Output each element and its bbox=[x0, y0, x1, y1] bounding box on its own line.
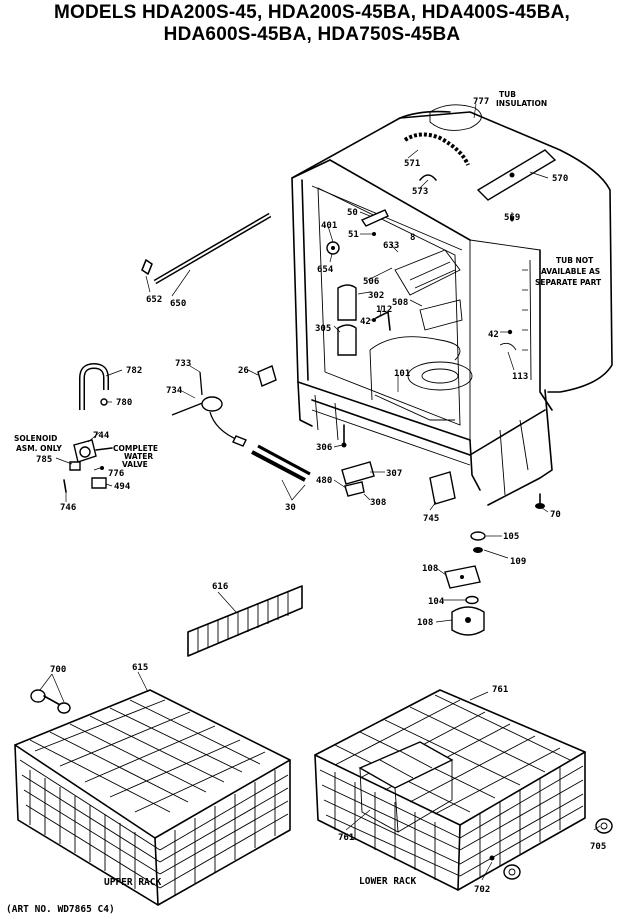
note-available-as: AVAILABLE AS bbox=[541, 267, 600, 276]
part-label: 113 bbox=[512, 372, 528, 382]
part-label: 733 bbox=[175, 359, 191, 369]
part-label: 308 bbox=[370, 498, 386, 508]
models-title-line-1: MODELS HDA200S-45, HDA200S-45BA, HDA400S… bbox=[53, 2, 571, 23]
note-tub-not: TUB NOT bbox=[556, 256, 594, 265]
note-valve: VALVE bbox=[122, 460, 148, 469]
part-label: 307 bbox=[386, 469, 402, 479]
part-label: 42 bbox=[488, 330, 499, 340]
part-label: 101 bbox=[394, 369, 410, 379]
part-label: 26 bbox=[238, 366, 249, 376]
part-label: 105 bbox=[503, 532, 519, 542]
part-label: 615 bbox=[132, 663, 148, 673]
note-insulation: INSULATION bbox=[496, 99, 547, 108]
part-label: 70 bbox=[550, 510, 561, 520]
note-separate-part: SEPARATE PART bbox=[535, 278, 602, 287]
part-label: 305 bbox=[315, 324, 331, 334]
part-label: 700 bbox=[50, 665, 66, 675]
part-label: 50 bbox=[347, 208, 358, 218]
lower-rack bbox=[314, 689, 613, 891]
part-label: 302 bbox=[368, 291, 384, 301]
part-label: 401 bbox=[321, 221, 337, 231]
part-label: 480 bbox=[316, 476, 332, 486]
left-loose-parts bbox=[63, 212, 311, 501]
art-number-caption: (ART NO. WD7865 C4) bbox=[6, 904, 115, 915]
part-label: 494 bbox=[114, 482, 131, 492]
note-solenoid: SOLENOID bbox=[14, 434, 57, 443]
part-label: 761 bbox=[492, 685, 508, 695]
part-label: 652 bbox=[146, 295, 162, 305]
models-title-line-2: HDA600S-45BA, HDA750S-45BA bbox=[163, 24, 461, 45]
part-label: 569 bbox=[504, 213, 520, 223]
note-water: WATER bbox=[124, 452, 153, 461]
lower-center-parts bbox=[341, 461, 545, 636]
part-number-labels: 777 571 573 570 569 50 51 401 8 633 654 … bbox=[36, 97, 606, 895]
part-label: 761 bbox=[338, 833, 354, 843]
part-label: 633 bbox=[383, 241, 399, 251]
tub-assembly bbox=[291, 104, 613, 506]
note-tub: TUB bbox=[499, 90, 516, 99]
part-label: 109 bbox=[510, 557, 526, 567]
part-label: 42 bbox=[360, 317, 371, 327]
part-label: 108 bbox=[417, 618, 433, 628]
part-label: 104 bbox=[428, 597, 445, 607]
part-label: 570 bbox=[552, 174, 568, 184]
part-label: 650 bbox=[170, 299, 186, 309]
part-label: 506 bbox=[363, 277, 379, 287]
upper-rack-caption: UPPER RACK bbox=[104, 877, 161, 888]
part-label: 780 bbox=[116, 398, 132, 408]
part-label: 782 bbox=[126, 366, 142, 376]
lower-rack-caption: LOWER RACK bbox=[359, 876, 416, 887]
part-label: 508 bbox=[392, 298, 408, 308]
part-label: 616 bbox=[212, 582, 228, 592]
leader-lines bbox=[39, 103, 601, 881]
tub-insulation-note: TUB INSULATION bbox=[496, 90, 547, 108]
part-label: 777 bbox=[473, 97, 489, 107]
part-label: 654 bbox=[317, 265, 334, 275]
part-label: 306 bbox=[316, 443, 332, 453]
part-label: 705 bbox=[590, 842, 606, 852]
part-label: 785 bbox=[36, 455, 52, 465]
part-label: 776 bbox=[108, 469, 124, 479]
part-label: 112 bbox=[376, 305, 392, 315]
solenoid-note: SOLENOID ASM. ONLY bbox=[14, 434, 62, 453]
part-label: 573 bbox=[412, 187, 428, 197]
upper-rack bbox=[14, 689, 291, 906]
note-complete: COMPLETE bbox=[113, 444, 158, 453]
part-label: 744 bbox=[93, 431, 110, 441]
complete-valve-note: COMPLETE WATER VALVE bbox=[113, 444, 158, 469]
part-label: 571 bbox=[404, 159, 420, 169]
part-label: 51 bbox=[348, 230, 359, 240]
part-label: 746 bbox=[60, 503, 76, 513]
part-label: 30 bbox=[285, 503, 296, 513]
part-label: 108 bbox=[422, 564, 438, 574]
rack-shield-616 bbox=[187, 585, 303, 657]
part-label: 702 bbox=[474, 885, 490, 895]
part-label: 734 bbox=[166, 386, 183, 396]
part-label: 8 bbox=[410, 233, 415, 243]
tub-not-available-note: TUB NOT AVAILABLE AS SEPARATE PART bbox=[535, 256, 602, 287]
part-label: 745 bbox=[423, 514, 439, 524]
note-asm-only: ASM. ONLY bbox=[16, 444, 62, 453]
